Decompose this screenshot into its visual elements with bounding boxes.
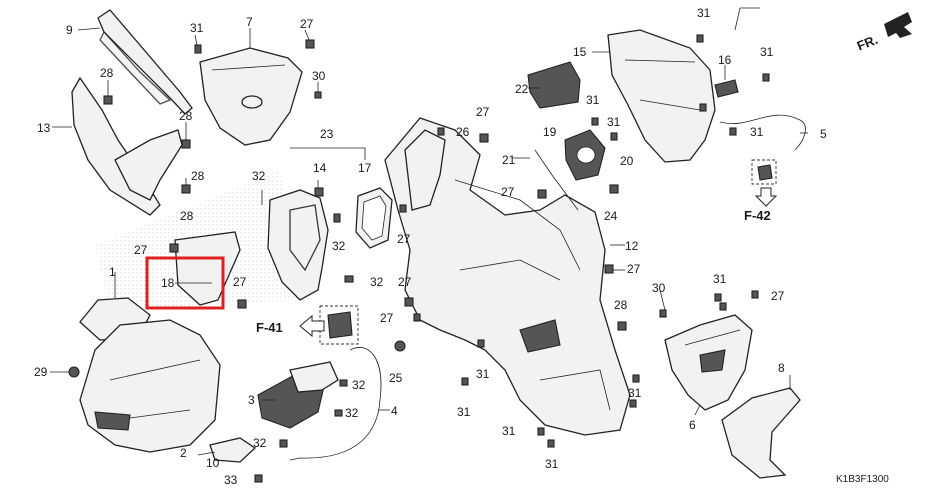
- callout-27[interactable]: 27: [627, 262, 641, 276]
- callout-28[interactable]: 28: [614, 298, 628, 312]
- callout-31[interactable]: 31: [750, 125, 764, 139]
- callout-13[interactable]: 13: [37, 121, 51, 135]
- callout-1[interactable]: 1: [109, 265, 116, 279]
- callout-8[interactable]: 8: [778, 361, 785, 375]
- callout-24[interactable]: 24: [604, 209, 618, 223]
- callout-4[interactable]: 4: [391, 404, 398, 418]
- callout-9[interactable]: 9: [66, 23, 73, 37]
- callout-28[interactable]: 28: [180, 209, 194, 223]
- part-15[interactable]: [607, 29, 716, 163]
- callout-21[interactable]: 21: [502, 153, 516, 167]
- part-8[interactable]: [721, 387, 801, 479]
- callout-31[interactable]: 31: [476, 367, 490, 381]
- callout-15[interactable]: 15: [573, 45, 587, 59]
- callout-27[interactable]: 27: [380, 311, 394, 325]
- diagram-code: K1B3F1300: [836, 474, 889, 485]
- callout-16[interactable]: 16: [718, 53, 732, 67]
- callout-27[interactable]: 27: [134, 243, 148, 257]
- callout-32[interactable]: 32: [253, 436, 267, 450]
- callout-31[interactable]: 31: [502, 424, 516, 438]
- callout-27[interactable]: 27: [501, 185, 515, 199]
- callout-27[interactable]: 27: [397, 232, 411, 246]
- callout-20[interactable]: 20: [620, 154, 634, 168]
- front-label: FR.: [855, 32, 880, 54]
- callout-31[interactable]: 31: [760, 45, 774, 59]
- part-5[interactable]: [719, 114, 806, 151]
- part-2[interactable]: [209, 437, 257, 463]
- front-direction-indicator: [884, 12, 912, 38]
- callout-30[interactable]: 30: [312, 69, 326, 83]
- callout-31[interactable]: 31: [190, 21, 204, 35]
- callout-31[interactable]: 31: [586, 93, 600, 107]
- callout-32[interactable]: 32: [252, 169, 266, 183]
- callout-2[interactable]: 2: [180, 446, 187, 460]
- callout-12[interactable]: 12: [625, 239, 639, 253]
- callout-27[interactable]: 27: [771, 289, 785, 303]
- callout-27[interactable]: 27: [398, 275, 412, 289]
- part-4[interactable]: [289, 347, 382, 461]
- callout-5[interactable]: 5: [820, 127, 827, 141]
- callout-25[interactable]: 25: [389, 371, 403, 385]
- callout-32[interactable]: 32: [352, 378, 366, 392]
- callout-22[interactable]: 22: [515, 82, 529, 96]
- callout-28[interactable]: 28: [179, 109, 193, 123]
- callout-14[interactable]: 14: [313, 161, 327, 175]
- callout-31[interactable]: 31: [697, 6, 711, 20]
- callout-27[interactable]: 27: [233, 275, 247, 289]
- callout-27[interactable]: 27: [476, 105, 490, 119]
- callout-31[interactable]: 31: [713, 272, 727, 286]
- callout-labels: 9 31 7 27 30 28 13 28 28 28 23 14 17 32 …: [34, 6, 889, 487]
- reference-f41[interactable]: F-41: [256, 320, 283, 335]
- callout-31[interactable]: 31: [545, 457, 559, 471]
- callout-32[interactable]: 32: [345, 406, 359, 420]
- callout-23[interactable]: 23: [320, 127, 334, 141]
- callout-3[interactable]: 3: [248, 393, 255, 407]
- callout-18[interactable]: 18: [161, 276, 175, 290]
- part-21[interactable]: [534, 149, 579, 211]
- callout-17[interactable]: 17: [358, 161, 372, 175]
- arrow-f42: [754, 187, 778, 207]
- part-22[interactable]: [527, 61, 581, 109]
- fr-arrow-icon: [884, 12, 912, 38]
- callout-19[interactable]: 19: [543, 125, 557, 139]
- callout-29[interactable]: 29: [34, 365, 48, 379]
- callout-27[interactable]: 27: [300, 17, 314, 31]
- connector-box-f42: [751, 159, 777, 185]
- part-9[interactable]: [97, 9, 193, 115]
- callout-32[interactable]: 32: [370, 275, 384, 289]
- arrow-f41: [299, 314, 325, 338]
- callout-28[interactable]: 28: [100, 66, 114, 80]
- callout-32[interactable]: 32: [332, 239, 346, 253]
- callout-31[interactable]: 31: [607, 115, 621, 129]
- callout-31[interactable]: 31: [457, 405, 471, 419]
- highlight-box-part-18[interactable]: [145, 256, 225, 310]
- callout-7[interactable]: 7: [246, 15, 253, 29]
- reference-f42[interactable]: F-42: [744, 208, 771, 223]
- callout-26[interactable]: 26: [456, 125, 470, 139]
- callout-30[interactable]: 30: [652, 281, 666, 295]
- callout-28[interactable]: 28: [191, 169, 205, 183]
- callout-10[interactable]: 10: [206, 456, 220, 470]
- fasteners: [68, 34, 770, 483]
- callout-31[interactable]: 31: [628, 386, 642, 400]
- callout-33[interactable]: 33: [224, 473, 238, 487]
- callout-6[interactable]: 6: [689, 418, 696, 432]
